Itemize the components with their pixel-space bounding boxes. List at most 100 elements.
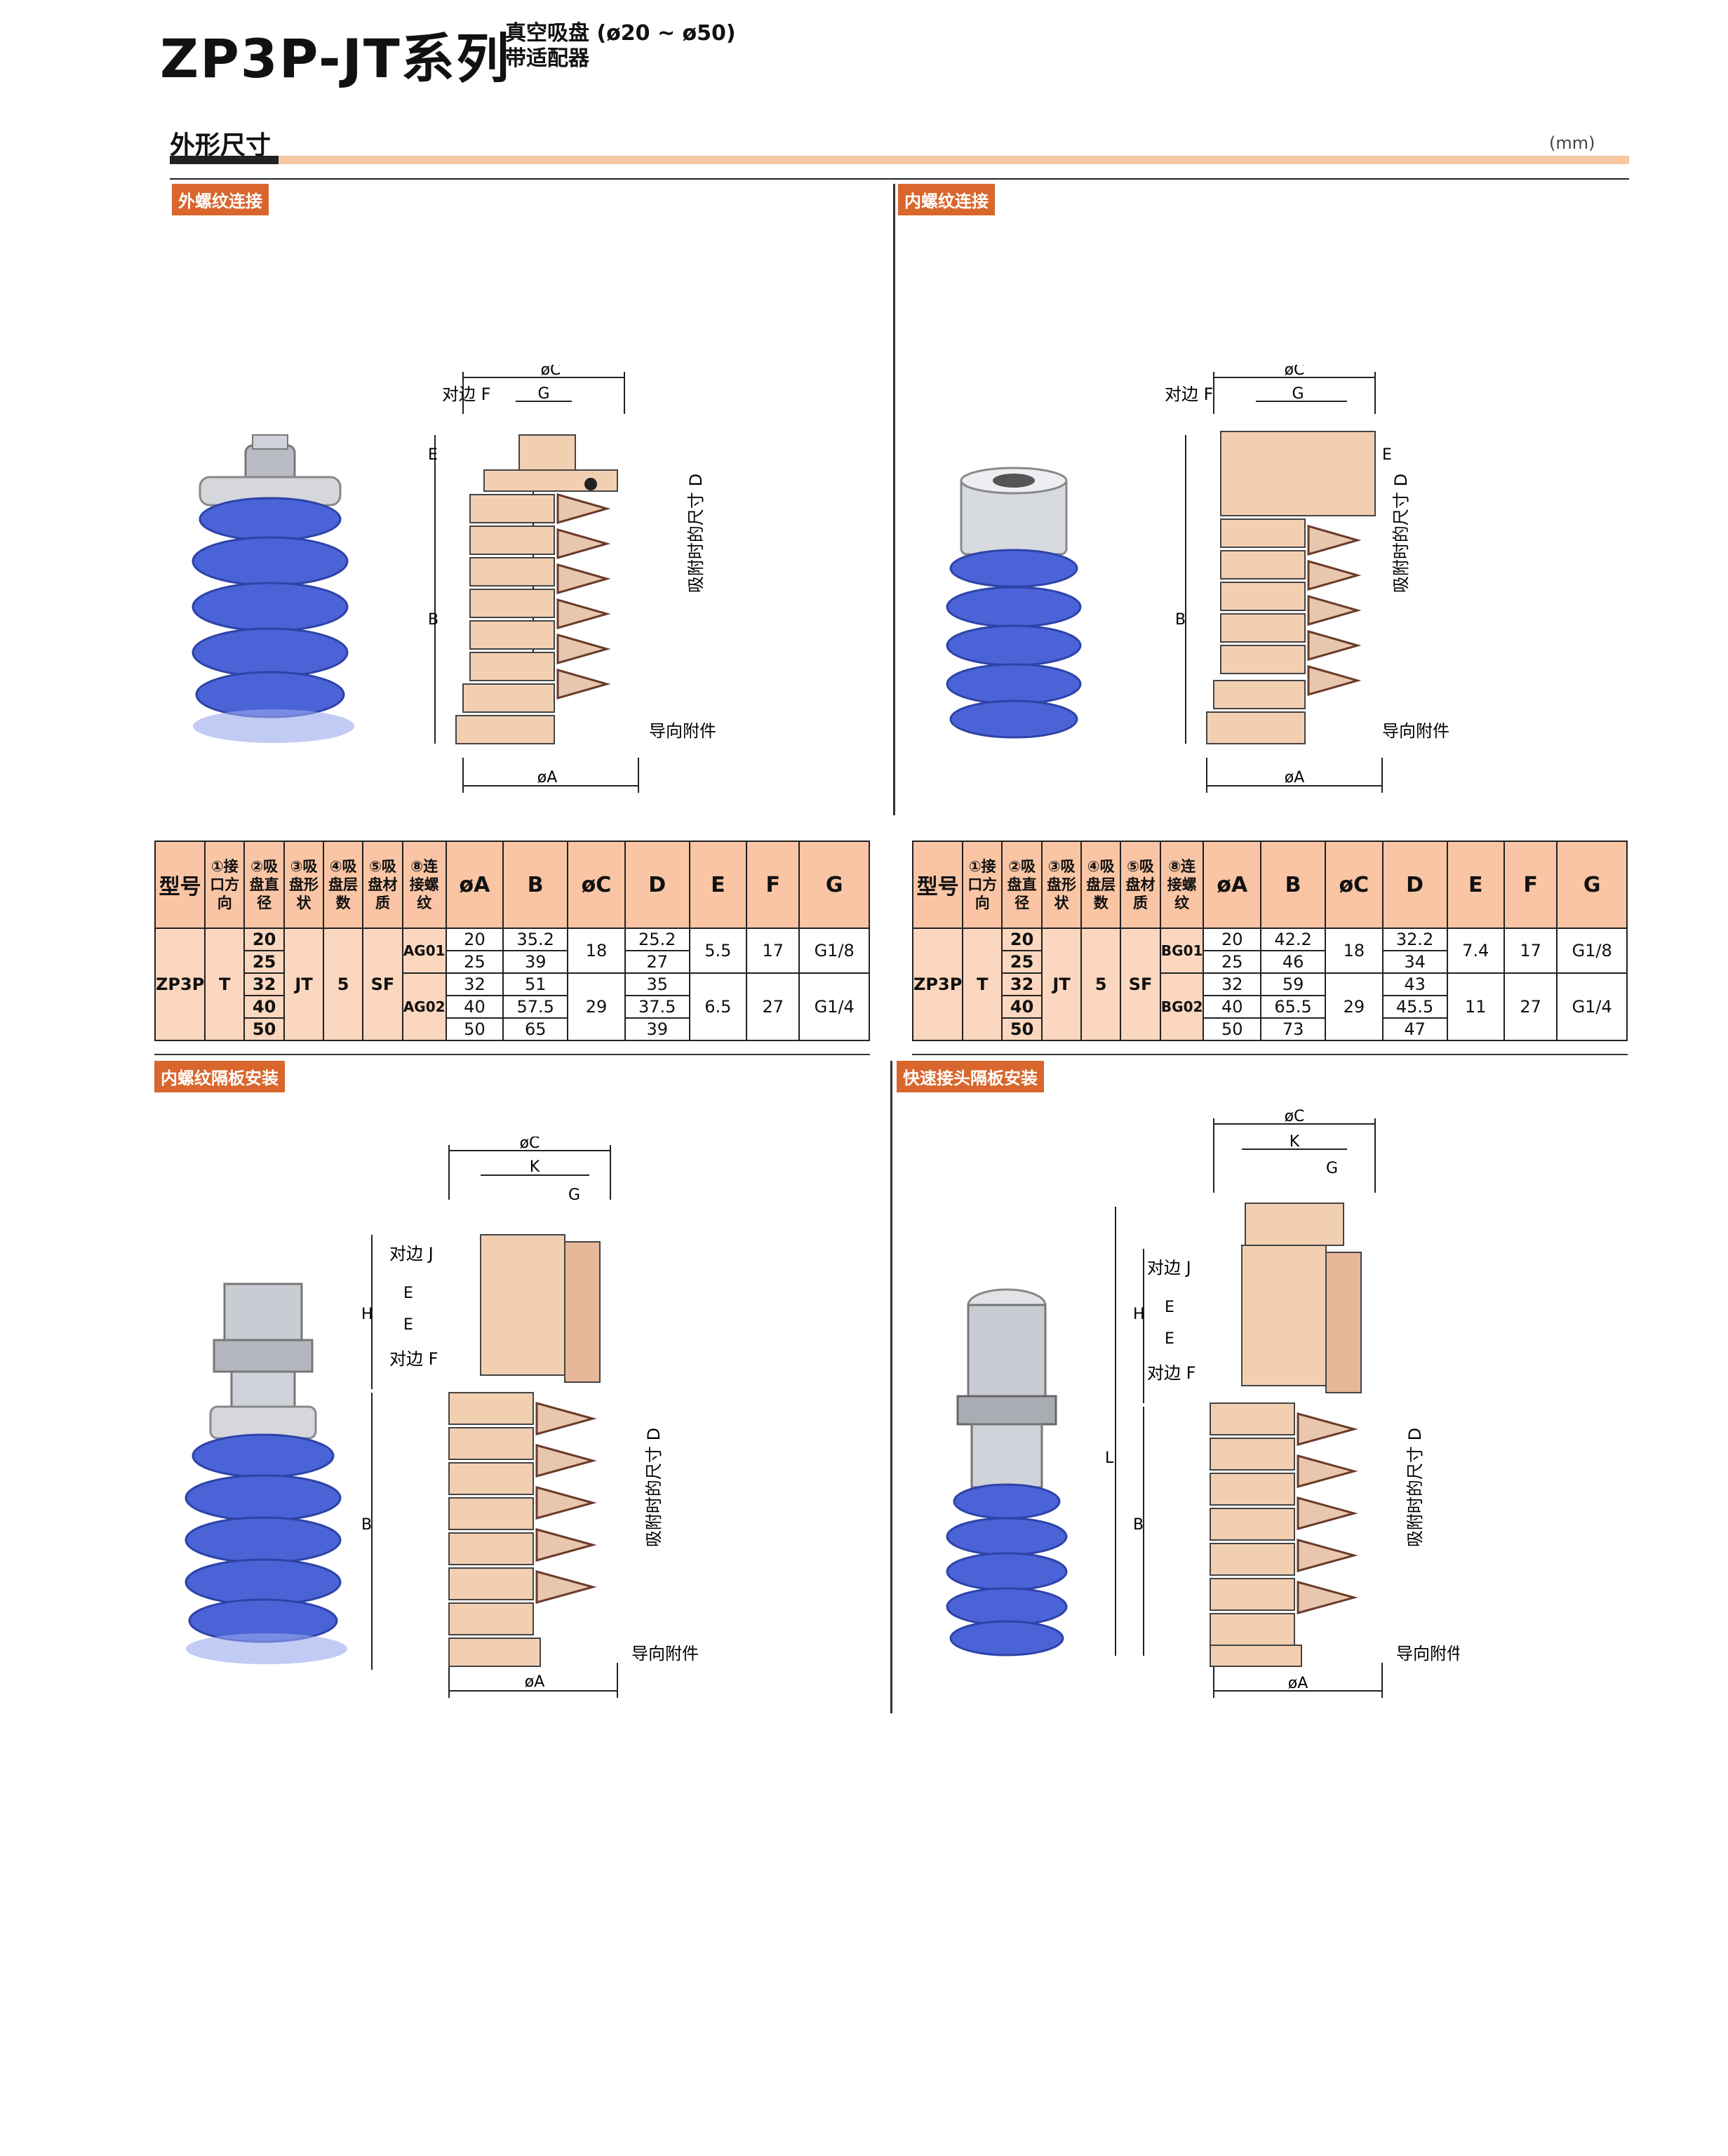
- drawing-external-thread: øC G 对边 F E B øA 导向附件 吸附时的尺寸 D: [428, 365, 716, 793]
- cell-D: 25.2: [624, 928, 690, 951]
- dim-E-2: E: [1382, 446, 1392, 464]
- cell-A: 50: [1203, 1017, 1262, 1041]
- cell-F: 17: [1503, 928, 1558, 974]
- drawing-quick-bulkhead: øC K G 对边 J 对边 F L H E E B øA 导向附件 吸附时的尺…: [1105, 1109, 1459, 1698]
- th-model: 型号: [154, 841, 206, 929]
- cell-D: 32.2: [1381, 928, 1448, 951]
- cell-G: G1/4: [1556, 972, 1628, 1041]
- drawing-internal-bulkhead: øC K G 对边 J 对边 F H E E B øA 导向附件 吸附时的尺寸 …: [361, 1137, 699, 1698]
- cell-D: 47: [1381, 1017, 1448, 1041]
- cell-D: 37.5: [624, 995, 690, 1019]
- section-bar: [170, 156, 1629, 164]
- column-divider-bottom: [890, 1061, 892, 1713]
- section-rule: [170, 178, 1629, 180]
- cell-B: 46: [1260, 950, 1326, 974]
- dim-oC: øC: [541, 365, 561, 379]
- cell-B: 65: [502, 1017, 569, 1041]
- dim-guide-3: 导向附件: [631, 1644, 699, 1663]
- dim-G-2: G: [1292, 385, 1304, 403]
- th-A: øA: [445, 841, 504, 929]
- dim-H-3: H: [361, 1306, 373, 1323]
- cell-D: 43: [1381, 972, 1448, 996]
- th-D: D: [1381, 841, 1448, 929]
- cell-A: 25: [445, 950, 504, 974]
- cell-C: 18: [1324, 928, 1384, 974]
- dim-D: 吸附时的尺寸 D: [686, 474, 706, 593]
- cell-D: 45.5: [1381, 995, 1448, 1019]
- cell-A: 25: [1203, 950, 1262, 974]
- dim-oC-3: øC: [520, 1137, 540, 1152]
- cell-dia: 25: [1001, 950, 1043, 974]
- dim-F-4: 对边 F: [1147, 1363, 1195, 1383]
- dim-F-2: 对边 F: [1165, 384, 1213, 404]
- dim-G-3: G: [568, 1186, 580, 1204]
- cell-dia: 50: [1001, 1017, 1043, 1041]
- cell-D: 27: [624, 950, 690, 974]
- dim-guide-4: 导向附件: [1396, 1644, 1459, 1663]
- dim-oA-3: øA: [525, 1673, 545, 1691]
- th-A: øA: [1203, 841, 1262, 929]
- cell-G: G1/8: [798, 928, 870, 974]
- dim-D-2: 吸附时的尺寸 D: [1391, 474, 1411, 593]
- cell-A: 32: [1203, 972, 1262, 996]
- th-c2: ②吸盘直径: [243, 841, 285, 929]
- cell-dia: 50: [243, 1017, 285, 1041]
- dim-J-4: 对边 J: [1147, 1258, 1191, 1278]
- cell-thread: BG01: [1159, 928, 1205, 974]
- th-c4: ④吸盘层数: [323, 841, 364, 929]
- cell-model: ZP3P: [911, 928, 964, 1041]
- cell-B: 35.2: [502, 928, 569, 951]
- th-F: F: [746, 841, 801, 929]
- cell-D: 39: [624, 1017, 690, 1041]
- cell-C: 29: [567, 972, 626, 1041]
- cell-A: 32: [445, 972, 504, 996]
- th-c5: ⑤吸盘材质: [362, 841, 403, 929]
- th-E: E: [688, 841, 748, 929]
- dim-E-3b: E: [403, 1316, 413, 1334]
- th-c1: ①接口方向: [204, 841, 246, 929]
- cell-B: 59: [1260, 972, 1326, 996]
- dim-oC-4: øC: [1285, 1109, 1305, 1125]
- spec-table-right: 型号 ①接口方向 ②吸盘直径 ③吸盘形状 ④吸盘层数 ⑤吸盘材质 ⑧连接螺纹 ø…: [911, 841, 1628, 1041]
- dim-K-3: K: [530, 1158, 540, 1176]
- th-model: 型号: [911, 841, 964, 929]
- cell-B: 39: [502, 950, 569, 974]
- dim-B-2: B: [1175, 611, 1186, 629]
- dim-G-4: G: [1326, 1160, 1338, 1177]
- cell-B: 42.2: [1260, 928, 1326, 951]
- th-F: F: [1503, 841, 1558, 929]
- th-c8: ⑧连接螺纹: [401, 841, 447, 929]
- th-c1: ①接口方向: [962, 841, 1003, 929]
- dim-E-4b: E: [1165, 1330, 1174, 1348]
- panel-tag-internal-bulkhead: 内螺纹隔板安装: [154, 1061, 285, 1092]
- cell-B: 73: [1260, 1017, 1326, 1041]
- cell-F: 17: [746, 928, 801, 974]
- subtitle-line-2: 带适配器: [505, 46, 589, 71]
- cell-B: 65.5: [1260, 995, 1326, 1019]
- series-title: ZP3P-JT系列: [160, 27, 511, 90]
- dim-oA-4: øA: [1288, 1675, 1308, 1692]
- dim-K-4: K: [1290, 1133, 1300, 1151]
- th-E: E: [1446, 841, 1505, 929]
- cell-B: 51: [502, 972, 569, 996]
- th-c2: ②吸盘直径: [1001, 841, 1043, 929]
- dim-G: G: [537, 385, 549, 403]
- cell-model: ZP3P: [154, 928, 206, 1041]
- cell-layers: 5: [1080, 928, 1122, 1041]
- dim-oA-2: øA: [1285, 769, 1305, 786]
- cell-F: 27: [1503, 972, 1558, 1041]
- dim-J-3: 对边 J: [389, 1244, 434, 1264]
- cell-G: G1/4: [798, 972, 870, 1041]
- cell-E: 11: [1446, 972, 1505, 1041]
- unit-label: (mm): [1549, 133, 1595, 153]
- table-rule-left: [154, 1054, 870, 1055]
- cell-C: 18: [567, 928, 626, 974]
- product-photo-internal-bulkhead: [185, 1283, 347, 1664]
- column-divider-top: [893, 184, 895, 815]
- cell-A: 20: [1203, 928, 1262, 951]
- cell-layers: 5: [323, 928, 364, 1041]
- cell-dia: 20: [1001, 928, 1043, 951]
- panel-tag-external-thread: 外螺纹连接: [172, 184, 269, 215]
- th-c3: ③吸盘形状: [283, 841, 325, 929]
- cell-A: 50: [445, 1017, 504, 1041]
